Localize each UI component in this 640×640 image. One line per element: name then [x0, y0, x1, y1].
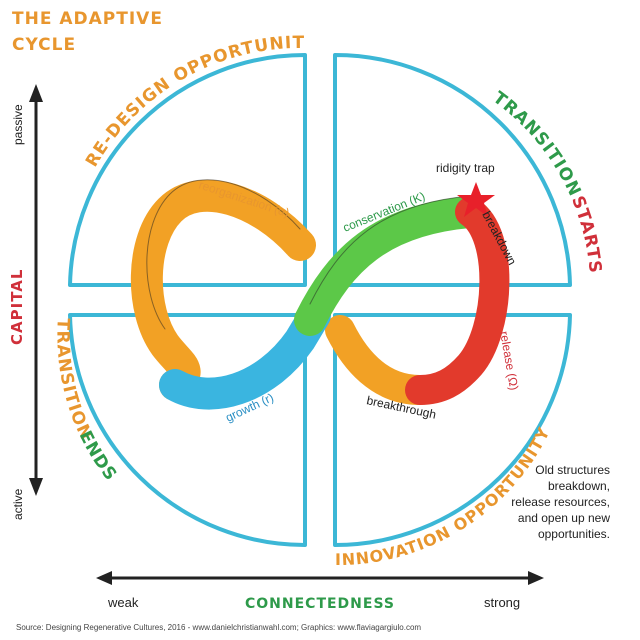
release-band: [420, 212, 494, 390]
axis-passive-label: passive: [11, 104, 25, 145]
title-line1: THE ADAPTIVE: [12, 9, 163, 29]
note-line3: release resources,: [511, 495, 610, 509]
ridigity-trap-label: ridigity trap: [436, 161, 495, 175]
capital-axis-label: CAPITAL: [8, 269, 26, 345]
axis-weak-label: weak: [107, 595, 139, 610]
title-line2: CYCLE: [12, 35, 76, 55]
source-credit: Source: Designing Regenerative Cultures,…: [16, 623, 421, 632]
arrow-up-icon: [29, 84, 43, 102]
arrow-down-icon: [29, 478, 43, 496]
transition-ends-label-1: TRANSITION: [52, 318, 96, 444]
axis-active-label: active: [11, 488, 25, 520]
transition-ends-label-2: ENDS: [75, 428, 121, 485]
arrow-right-icon: [528, 571, 544, 585]
note-line1: Old structures: [535, 463, 610, 477]
connectedness-axis-label: CONNECTEDNESS: [245, 596, 395, 612]
arrow-left-icon: [96, 571, 112, 585]
transition-starts-label-1: TRANSITION: [489, 88, 585, 200]
quadrant-top-left: [70, 55, 305, 285]
note-line4: and open up new: [518, 511, 610, 525]
note-line2: breakdown,: [548, 479, 610, 493]
growth-band: [175, 315, 315, 394]
axis-strong-label: strong: [484, 595, 520, 610]
transition-starts-label-2: STARTS: [567, 193, 605, 274]
release-label: release (Ω): [497, 330, 521, 391]
note-line5: opportunities.: [538, 527, 610, 541]
